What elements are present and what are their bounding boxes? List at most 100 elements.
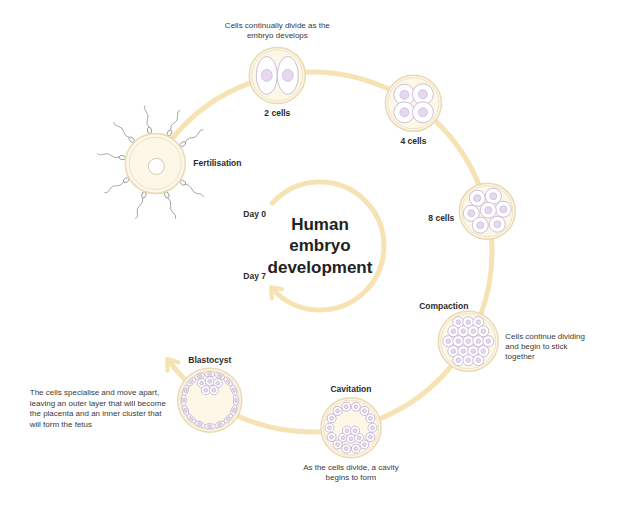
cell-shape [341, 401, 352, 412]
zona-outline [324, 400, 379, 455]
cell-shape [463, 336, 474, 347]
cell-shape [181, 404, 190, 416]
cell-nucleus [335, 442, 341, 448]
cell-nucleus [207, 425, 212, 427]
two-cell-drawing [249, 47, 305, 103]
cell-nucleus [474, 195, 481, 202]
drawing-part [181, 404, 190, 416]
drawing-part [214, 420, 226, 429]
cell-nucleus [212, 388, 216, 392]
cell-shape [233, 395, 238, 406]
sperm-shape [144, 105, 150, 127]
ring-line [271, 287, 282, 298]
ring-arrow [167, 359, 185, 380]
stage-label: Compaction [398, 301, 468, 311]
sperm-shape [113, 121, 130, 138]
cell-shape [325, 423, 334, 432]
sperm-shape [147, 127, 152, 134]
egg-drawing [97, 105, 204, 219]
cell-shape [205, 377, 214, 386]
drawing-part [133, 191, 146, 219]
cell-nucleus [328, 426, 332, 430]
cell-nucleus [476, 339, 481, 344]
cell-nucleus [345, 429, 349, 433]
drawing-part [179, 179, 205, 199]
cell-nucleus [335, 408, 341, 414]
cell-nucleus [466, 320, 471, 325]
sperm-shape [119, 155, 126, 160]
cell-nucleus [494, 221, 501, 228]
cell-nucleus [400, 90, 409, 99]
cell-shape [472, 217, 488, 233]
cell-nucleus [471, 329, 476, 334]
stage-description: Cells continually divide as the embryo d… [221, 21, 333, 42]
stage-label: Blastocyst [175, 355, 245, 365]
cell-nucleus [235, 398, 237, 403]
cell-shape [204, 372, 215, 377]
cell-nucleus [232, 387, 236, 393]
cell-shape [458, 326, 469, 337]
cell-nucleus [456, 320, 461, 325]
stage-description: As the cells divide, a cavity begins to … [301, 463, 401, 484]
cell-nucleus [400, 108, 409, 117]
cell-shape [350, 443, 361, 454]
zona-outline [388, 78, 439, 129]
drawing-part [97, 151, 126, 160]
compaction-drawing [438, 311, 498, 371]
cell-nucleus [476, 320, 481, 325]
cell-shape [473, 336, 484, 347]
cell-nucleus [208, 379, 212, 383]
drawing-part [204, 424, 215, 429]
cell-nucleus [477, 222, 484, 229]
cell-nucleus [468, 210, 475, 217]
zona-outline [321, 398, 381, 458]
stage-circle: CavitationAs the cells divide, a cavity … [321, 398, 381, 458]
ring-segment [172, 83, 250, 139]
cell-nucleus [232, 407, 236, 413]
cell-nucleus [329, 416, 334, 421]
cell-nucleus [451, 349, 456, 354]
stage-label: 8 cells [394, 213, 454, 223]
stage-label: 2 cells [247, 108, 307, 118]
cavitation-drawing [321, 398, 381, 458]
cell-nucleus [197, 422, 203, 426]
sperm-shape [185, 129, 204, 144]
cell-shape [364, 412, 376, 424]
cell-shape [468, 326, 479, 337]
cell-shape [463, 355, 474, 366]
cell-shape [277, 56, 298, 94]
cell-shape [204, 424, 215, 429]
cell-shape [326, 431, 338, 443]
cell-nucleus [362, 442, 368, 448]
cell-nucleus [200, 381, 204, 385]
cell-nucleus [471, 349, 476, 354]
cell-nucleus [217, 422, 223, 426]
zona-outline [252, 50, 303, 101]
cell-nucleus [486, 339, 491, 344]
cell-shape [473, 355, 484, 366]
sperm-shape [167, 197, 177, 219]
cell-nucleus [282, 69, 293, 81]
drawing-part [166, 109, 182, 136]
zona-outline [129, 137, 181, 189]
cell-nucleus [461, 329, 466, 334]
cell-nucleus [184, 407, 188, 413]
cell-nucleus [456, 339, 461, 344]
blastocyst-drawing [178, 368, 242, 432]
cell-nucleus [189, 379, 194, 384]
stage-description: The cells specialise and move apart, lea… [30, 388, 172, 430]
cell-nucleus [368, 434, 373, 439]
cell-nucleus [466, 358, 471, 363]
sperm-shape [170, 110, 182, 131]
cell-nucleus [349, 437, 353, 441]
four-cell-drawing [385, 75, 441, 131]
drawing-part [204, 372, 215, 377]
cell-shape [347, 434, 356, 443]
cell-shape [485, 188, 501, 204]
drawing-part [350, 443, 361, 454]
cell-shape [209, 386, 218, 395]
cell-shape [412, 102, 433, 123]
cell-shape [480, 202, 496, 218]
cell-nucleus [466, 339, 471, 344]
eight-cell-drawing [459, 183, 515, 239]
